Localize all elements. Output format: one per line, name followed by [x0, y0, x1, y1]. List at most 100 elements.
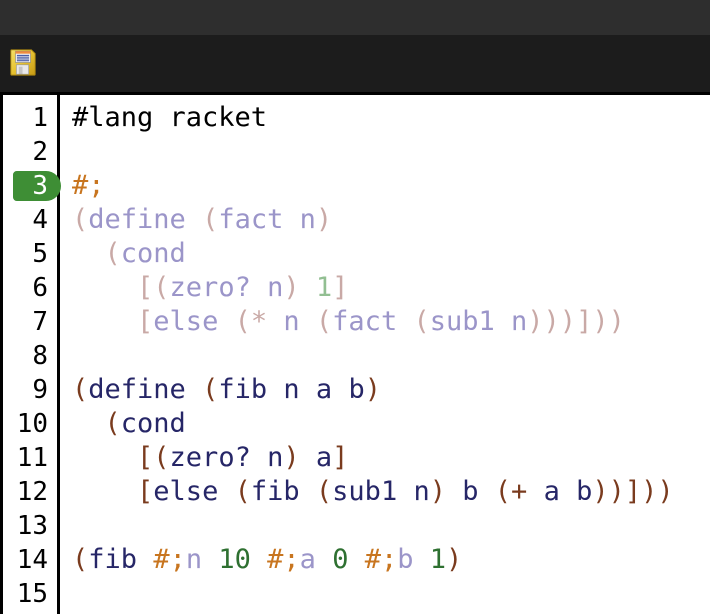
code-token: [479, 476, 495, 507]
code-token: [348, 544, 364, 575]
code-line[interactable]: #;: [72, 169, 710, 203]
code-token: n: [185, 544, 203, 575]
line-number[interactable]: 5: [3, 237, 57, 271]
code-token: 1: [315, 272, 333, 303]
code-token: (: [234, 306, 251, 337]
code-token: [186, 204, 202, 235]
line-number[interactable]: 11: [3, 441, 57, 475]
code-token: [202, 544, 218, 575]
code-token: cond: [120, 408, 186, 439]
code-token: [251, 544, 267, 575]
code-token: a: [315, 374, 333, 405]
code-line[interactable]: (define (fib n a b): [72, 373, 710, 407]
code-token: (: [202, 204, 219, 235]
code-token: #;: [153, 544, 186, 575]
line-number[interactable]: 10: [3, 407, 57, 441]
code-line[interactable]: (fib #;n 10 #;a 0 #;b 1): [72, 543, 710, 577]
floppy-disk-icon: [8, 47, 38, 80]
code-token: fib: [88, 544, 138, 575]
code-token: ]: [332, 272, 349, 303]
code-token: n: [511, 306, 528, 337]
code-token: fact: [218, 204, 284, 235]
code-token: [446, 476, 462, 507]
code-line[interactable]: [72, 135, 710, 169]
code-token: [316, 544, 332, 575]
line-number[interactable]: 6: [3, 271, 57, 305]
line-number[interactable]: 13: [3, 509, 57, 543]
code-line[interactable]: (cond: [72, 237, 710, 271]
line-number[interactable]: 7: [3, 305, 57, 339]
line-number-label: 9: [32, 375, 48, 405]
line-number[interactable]: 9: [3, 373, 57, 407]
code-token: [332, 374, 348, 405]
code-area[interactable]: #lang racket #;(define (fact n) (cond [(…: [60, 95, 710, 614]
code-token: b: [397, 544, 414, 575]
line-number[interactable]: 2: [3, 135, 57, 169]
code-token: [72, 408, 105, 439]
code-token: a: [299, 544, 316, 575]
code-token: (: [104, 238, 121, 269]
code-token: (: [72, 374, 89, 405]
line-number-label: 5: [32, 239, 48, 269]
code-token: [: [137, 476, 154, 507]
code-token: (: [315, 476, 333, 507]
code-line[interactable]: #lang racket: [72, 101, 710, 135]
code-line[interactable]: [72, 509, 710, 543]
code-token: (: [104, 408, 121, 439]
line-number-label: 11: [16, 443, 48, 473]
code-token: define: [88, 204, 186, 235]
code-token: [186, 374, 202, 405]
line-number[interactable]: 3: [3, 169, 61, 203]
save-button[interactable]: [6, 47, 40, 81]
line-number[interactable]: 8: [3, 339, 57, 373]
line-number-label: 10: [16, 409, 48, 439]
code-token: zero?: [169, 272, 251, 303]
code-line[interactable]: [(zero? n) 1]: [72, 271, 710, 305]
code-token: ): [429, 476, 446, 507]
code-line[interactable]: [72, 339, 710, 373]
code-token: [495, 306, 511, 337]
code-token: )))])): [527, 306, 625, 337]
code-token: b: [348, 374, 365, 405]
code-token: (: [72, 204, 89, 235]
code-token: [397, 476, 413, 507]
code-token: [218, 306, 234, 337]
code-token: a: [315, 442, 333, 473]
code-line[interactable]: (define (fact n): [72, 203, 710, 237]
code-line[interactable]: [else (fib (sub1 n) b (+ a b))])): [72, 475, 710, 509]
code-token: [251, 442, 267, 473]
code-token: #lang racket: [72, 102, 268, 133]
code-token: n: [413, 476, 430, 507]
code-token: [218, 476, 234, 507]
code-token: (: [72, 544, 89, 575]
code-token: [283, 204, 299, 235]
code-token: [72, 476, 137, 507]
code-token: n: [283, 306, 300, 337]
line-number[interactable]: 15: [3, 577, 57, 611]
code-token: 10: [218, 544, 251, 575]
code-token: #;: [72, 170, 105, 201]
line-number[interactable]: 12: [3, 475, 57, 509]
line-number[interactable]: 14: [3, 543, 57, 577]
code-token: (+: [494, 476, 544, 507]
code-token: [137, 544, 153, 575]
line-number-label: 4: [32, 205, 48, 235]
code-line[interactable]: [72, 577, 710, 611]
line-number[interactable]: 1: [3, 101, 57, 135]
code-token: n: [267, 272, 284, 303]
code-line[interactable]: [(zero? n) a]: [72, 441, 710, 475]
code-token: [(: [137, 442, 170, 473]
code-line[interactable]: (cond: [72, 407, 710, 441]
code-token: n: [299, 204, 316, 235]
line-number-label: 12: [16, 477, 48, 507]
code-token: [300, 306, 316, 337]
code-token: ))])): [592, 476, 674, 507]
code-line[interactable]: [else (* n (fact (sub1 n)))])): [72, 305, 710, 339]
code-token: ]: [332, 442, 349, 473]
line-number-label: 8: [32, 341, 48, 371]
line-number-label: 6: [32, 273, 48, 303]
line-number[interactable]: 4: [3, 203, 57, 237]
code-token: sub1: [332, 476, 398, 507]
